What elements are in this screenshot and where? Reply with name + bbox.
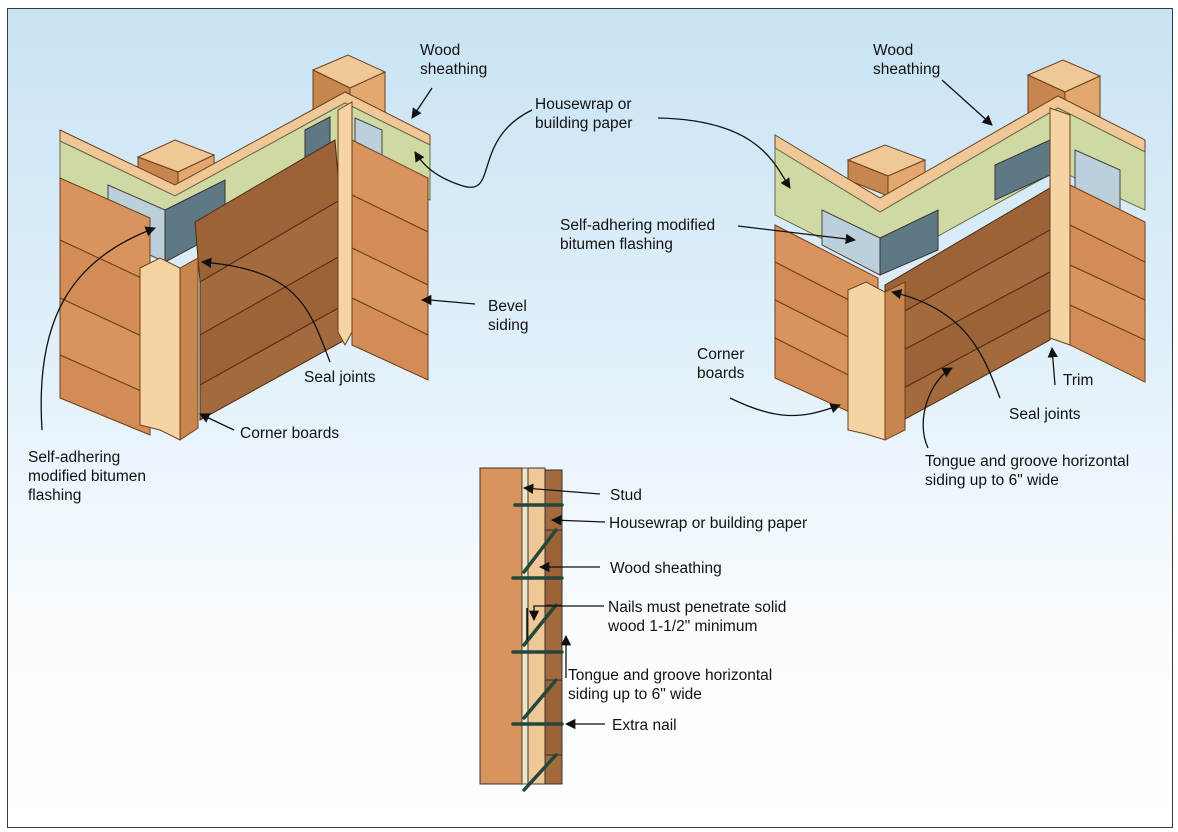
right-main-siding xyxy=(884,187,1051,431)
bevel-siding-label: Bevel siding xyxy=(488,298,529,334)
trim-label: Trim xyxy=(1063,372,1094,389)
left-inside-trim xyxy=(337,101,353,347)
section-stud xyxy=(479,467,523,785)
extra-nail-label: Extra nail xyxy=(612,717,677,734)
left-corner-assembly xyxy=(59,54,431,441)
right-corner-boards-label: Corner boards xyxy=(697,346,745,382)
flashing-label-shared: Self-adhering modified bitumen flashing xyxy=(560,217,716,253)
right-seal-joints-label: Seal joints xyxy=(1009,406,1081,423)
left-right-wall-siding xyxy=(351,139,429,381)
housewrap-label: Housewrap or building paper xyxy=(535,96,633,132)
right-corner-assembly xyxy=(774,59,1146,441)
leader-lines xyxy=(40,79,1058,730)
section-tongue-groove-label: Tongue and groove horizontal siding up t… xyxy=(568,667,773,703)
left-wood-sheathing-label: Wood sheathing xyxy=(420,42,488,78)
section-nails xyxy=(511,503,564,792)
left-wall-siding xyxy=(59,177,151,436)
left-flashing-label: Self-adhering modified bitumen flashing xyxy=(28,449,147,504)
left-corner-board xyxy=(139,257,199,441)
right-right-wall-siding xyxy=(1069,184,1146,383)
stud-label: Stud xyxy=(610,487,642,504)
nails-note-label: Nails must penetrate solid wood 1-1/2" m… xyxy=(608,599,787,635)
right-flashing-right xyxy=(879,209,939,276)
left-seal-joints-label: Seal joints xyxy=(304,369,376,386)
right-trim-board xyxy=(1049,107,1071,346)
section-siding-boards xyxy=(544,469,563,785)
right-tongue-groove-label: Tongue and groove horizontal siding up t… xyxy=(925,453,1130,489)
left-corner-boards-label: Corner boards xyxy=(240,425,340,442)
right-corner-board xyxy=(847,281,906,441)
section-housewrap-label: Housewrap or building paper xyxy=(609,515,808,532)
left-main-siding xyxy=(194,139,346,421)
section-detail xyxy=(479,467,564,792)
right-wood-sheathing-label: Wood sheathing xyxy=(873,42,941,78)
section-wood-sheathing-label: Wood sheathing xyxy=(610,560,722,577)
section-sheathing xyxy=(527,467,546,785)
